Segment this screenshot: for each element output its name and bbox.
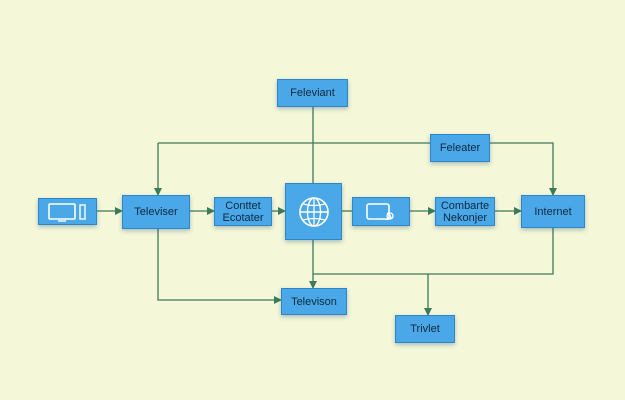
node-combarte-label: Combarte Nekonjer: [440, 199, 490, 224]
node-device[interactable]: [352, 197, 410, 226]
wire-feleater-to-internet: [490, 142, 557, 196]
node-combarte[interactable]: Combarte Nekonjer: [435, 197, 495, 226]
node-internet[interactable]: Internet: [521, 195, 585, 228]
node-content-label: Conttet Ecotater: [222, 199, 264, 224]
node-trivlet-label: Trivlet: [410, 323, 440, 335]
node-televiser[interactable]: Televiser: [122, 195, 190, 229]
node-content[interactable]: Conttet Ecotater: [214, 197, 272, 226]
node-tv[interactable]: [38, 198, 97, 225]
node-internet-label: Internet: [534, 205, 572, 218]
tv-icon: [46, 202, 90, 222]
node-trivlet[interactable]: Trivlet: [395, 315, 455, 343]
node-right-top-label: Feleater: [439, 142, 481, 154]
wire-televiser-to-television: [157, 228, 282, 304]
node-television-label: Televison: [291, 295, 337, 308]
node-television[interactable]: Televison: [281, 288, 347, 315]
device-icon: [363, 201, 399, 223]
globe-icon: [297, 195, 331, 229]
node-globe[interactable]: [285, 183, 342, 240]
node-televiser-label: Televiser: [134, 206, 178, 218]
node-right-top[interactable]: Feleater: [430, 134, 490, 162]
node-top[interactable]: Feleviant: [277, 79, 348, 107]
wire-internet-return: [313, 228, 554, 275]
node-top-label: Feleviant: [290, 87, 335, 99]
